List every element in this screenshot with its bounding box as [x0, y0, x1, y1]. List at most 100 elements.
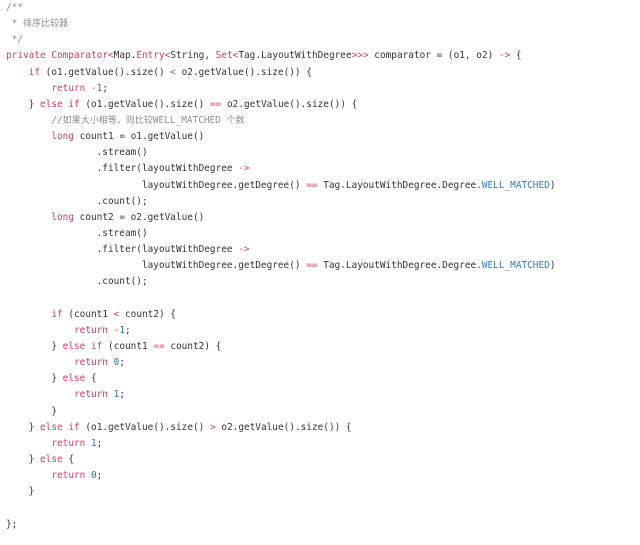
code-token-plain: comparator = (o1, o2) [368, 50, 499, 62]
code-line: return 0; [6, 355, 555, 371]
code-indent [6, 260, 142, 271]
code-indent [6, 341, 51, 352]
code-indent [6, 389, 74, 400]
code-line: } else { [6, 371, 555, 387]
code-indent [6, 99, 29, 110]
code-token-op: - [113, 324, 120, 336]
code-token-plain: ; [96, 470, 103, 482]
code-token-op: < [113, 308, 120, 320]
code-line: private Comparator<Map.Entry<String, Set… [6, 48, 555, 64]
code-token-const: WELL_MATCHED [481, 179, 550, 191]
code-token-plain: Tag.LayoutWithDegree.Degree. [317, 260, 482, 272]
code-token-plain: } [51, 373, 63, 385]
code-token-plain: .stream() [96, 147, 148, 159]
code-token-plain: } [51, 405, 57, 417]
code-token-op: -> [238, 163, 250, 175]
code-line: .filter(layoutWithDegree -> [6, 161, 555, 177]
code-token-plain: ) [549, 179, 556, 191]
code-indent [6, 309, 51, 320]
code-token-plain: { [62, 453, 75, 465]
code-indent [6, 147, 97, 158]
code-token-plain: } [28, 453, 41, 465]
code-token-keyword: return [73, 389, 108, 401]
code-line: .stream() [6, 226, 555, 242]
code-token-plain: .filter(layoutWithDegree [96, 244, 239, 256]
code-indent [6, 470, 51, 481]
code-token-keyword: else [62, 373, 86, 385]
code-token-plain: layoutWithDegree.getDegree() [141, 179, 307, 191]
code-token-cjk: 排序比较器 [23, 19, 69, 30]
code-token-plain: } [28, 98, 41, 110]
code-indent [6, 180, 142, 191]
code-token-plain: count2) { [164, 340, 222, 352]
code-block: /** * 排序比较器 */ private Comparator<Map.Ent… [6, 0, 555, 533]
code-indent [6, 357, 74, 368]
code-token-plain: (o1.getValue().size() [79, 98, 210, 110]
code-indent [6, 67, 29, 78]
code-token-op: < [232, 50, 239, 62]
code-line: layoutWithDegree.getDegree() == Tag.Layo… [6, 178, 556, 194]
code-indent [6, 228, 97, 239]
code-token-comment: /** [6, 2, 23, 13]
code-token-plain: (count1 [62, 308, 114, 320]
code-line: } else { [6, 452, 555, 468]
code-token-keyword: return [51, 437, 86, 449]
code-indent [6, 422, 29, 433]
code-token-comment: // [51, 114, 63, 126]
code-line: return 1; [6, 436, 555, 452]
code-token-cjk: 如果大小相等，则比较 [62, 115, 153, 126]
code-token-number: 1 [91, 437, 97, 449]
code-token-plain: } [28, 421, 41, 433]
code-token-plain: }; [6, 518, 18, 530]
code-token-op: == [209, 98, 222, 110]
code-token-type: Entry [136, 50, 165, 62]
code-token-plain: ; [125, 324, 131, 336]
code-line [6, 500, 555, 516]
code-token-comment: * [11, 18, 24, 30]
code-line: } else if (count1 == count2) { [6, 339, 555, 355]
code-token-plain: o2.getValue().size()) { [215, 421, 352, 433]
code-token-keyword: if [68, 98, 80, 110]
code-token-op: == [306, 260, 318, 272]
code-token-keyword: if [51, 308, 63, 320]
code-token-number: 0 [91, 470, 97, 482]
code-indent [6, 454, 29, 465]
code-line: /** [6, 0, 555, 16]
code-indent [6, 486, 29, 497]
code-token-op: < [170, 66, 176, 78]
code-line: } [6, 484, 555, 500]
code-token-keyword: if [28, 66, 41, 78]
code-token-plain: .count(); [96, 276, 148, 288]
code-indent [6, 131, 51, 142]
code-indent [6, 212, 51, 223]
code-token-keyword: return [73, 357, 108, 369]
code-token-op: < [164, 50, 171, 62]
code-token-op: -> [238, 244, 250, 256]
code-token-op: == [153, 340, 165, 352]
code-indent [6, 163, 97, 174]
code-token-plain: .stream() [96, 227, 148, 239]
code-token-comment: */ [11, 34, 24, 46]
code-token-keyword: else [40, 453, 63, 465]
code-token-plain: count2 = o2.getValue() [74, 211, 205, 223]
code-token-plain: (count1 [102, 340, 154, 352]
code-line: .count(); [6, 194, 555, 210]
code-indent [6, 438, 51, 449]
code-token-plain: { [85, 373, 97, 385]
code-indent [6, 276, 97, 287]
code-token-keyword: else [40, 421, 63, 433]
code-token-number: 1 [96, 82, 103, 94]
code-token-op: -> [498, 50, 511, 62]
code-line: return -1; [6, 81, 555, 97]
code-token-keyword: else [40, 98, 63, 110]
code-token-keyword: long [51, 211, 74, 223]
code-token-cjk: 个数 [226, 115, 245, 126]
code-token-op: < [107, 50, 114, 62]
code-token-const: WELL_MATCHED [481, 260, 550, 272]
code-token-keyword: else [62, 340, 86, 352]
code-token-keyword: return [51, 82, 86, 94]
code-line: return 1; [6, 387, 555, 403]
code-token-plain: } [51, 340, 63, 352]
code-token-number: 0 [113, 357, 120, 369]
code-token-keyword: return [51, 470, 86, 482]
